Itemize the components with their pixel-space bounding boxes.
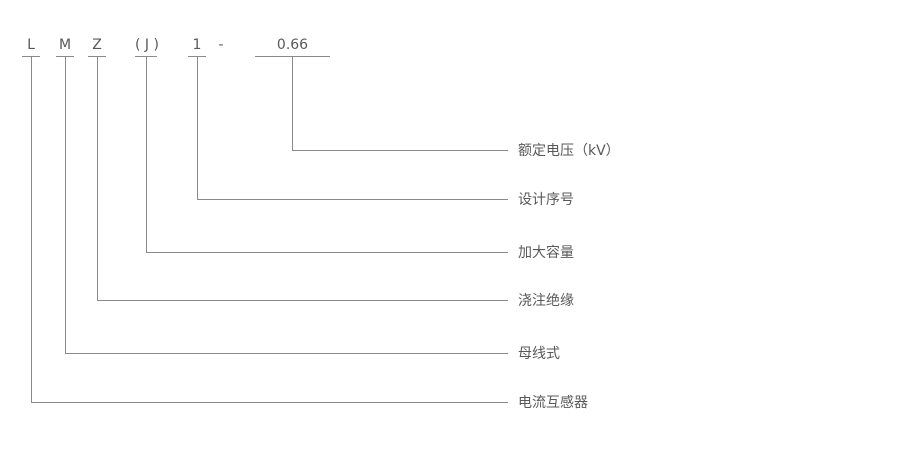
callout-label: 设计序号 (518, 192, 574, 208)
code-letter-z: Z (88, 34, 106, 57)
code-letter-l: L (22, 34, 40, 57)
callout-horizontal-line (197, 199, 508, 200)
callout-label: 额定电压（kV） (518, 143, 620, 159)
code-value-voltage: 0.66 (255, 34, 330, 57)
callout-stem-line (197, 57, 198, 199)
callout-stem-line (31, 57, 32, 402)
callout-stem-line (292, 57, 293, 150)
callout-stem-line (146, 57, 147, 252)
callout-stem-line (97, 57, 98, 300)
callout-horizontal-line (31, 402, 508, 403)
callout-horizontal-line (97, 300, 508, 301)
callout-label: 浇注绝缘 (518, 293, 574, 309)
callout-stem-line (65, 57, 66, 353)
callout-horizontal-line (65, 353, 508, 354)
callout-horizontal-line (146, 252, 508, 253)
callout-label: 电流互感器 (518, 395, 588, 411)
code-letter-m: M (56, 34, 74, 57)
callout-horizontal-line (292, 150, 508, 151)
code-separator-dash: - (218, 37, 224, 53)
callout-label: 母线式 (518, 346, 560, 362)
callout-label: 加大容量 (518, 245, 574, 261)
code-letter-j: ( J ) (135, 34, 159, 57)
code-digit-1: 1 (188, 34, 206, 57)
